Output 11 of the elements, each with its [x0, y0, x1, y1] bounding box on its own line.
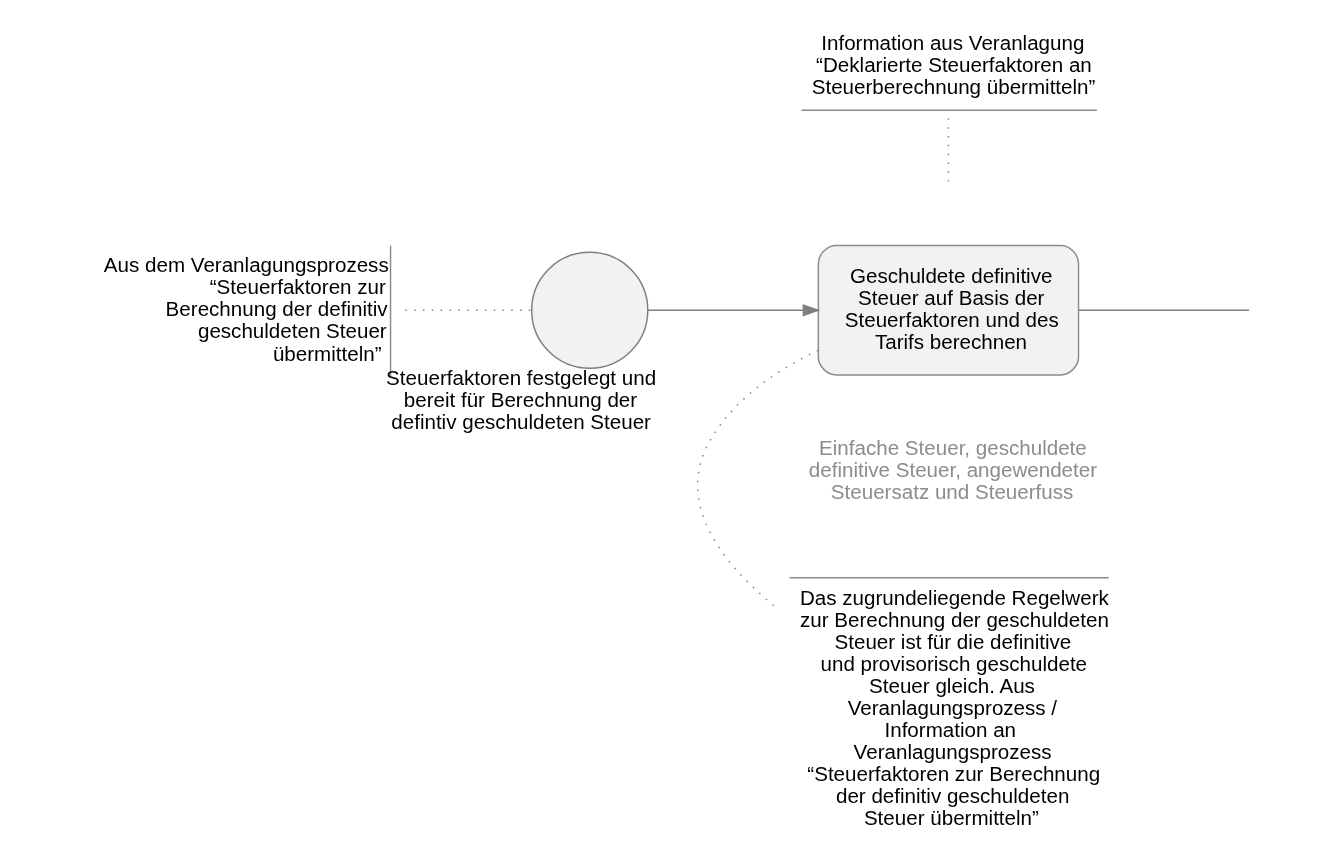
connector	[947, 117, 949, 183]
arrow	[646, 304, 820, 317]
node-text: Das zugrundeliegende Regelwerk zur Berechnung der geschuldeten Steuer ist für die definitive und provisorisch geschuldete Steuer gleich. Aus Veranlagungsprozess / Information an Veranlagungsprozess “Steuerfaktoren zur Berechnung der definitiv geschuldeten Steuer übermitteln”	[799, 585, 1109, 830]
node-label: Steuerfaktoren festgelegt und bereit für Berechnung der defintiv geschuldeten Steuer	[385, 365, 656, 433]
node-label: Einfache Steuer, geschuldete definitive Steuer, angewendeter Steuersatz und Steuerfuss	[808, 436, 1097, 504]
connector	[696, 349, 819, 607]
node-circle	[530, 251, 649, 370]
node-text: Information aus Veranlagung “Deklarierte Steuerfaktoren an Steuerberechnung übermitteln”	[811, 31, 1095, 99]
connector	[1077, 309, 1250, 311]
node-text: Aus dem Veranlagungsprozess “Steuerfaktoren zur Berechnung der definitiv geschuldeten Steuer übermitteln”	[103, 253, 389, 365]
node-box: Geschuldete definitive Steuer auf Basis der Steuerfaktoren und des Tarifs berechnen	[817, 244, 1079, 376]
